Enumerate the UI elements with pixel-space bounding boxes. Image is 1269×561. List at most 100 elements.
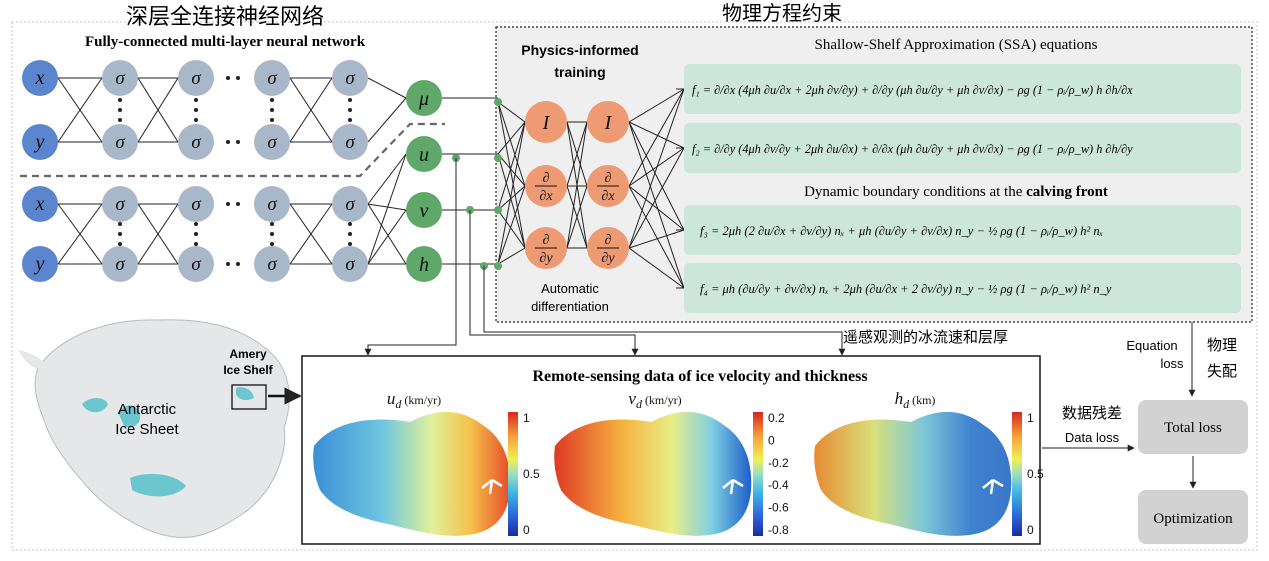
svg-text:σ: σ (345, 194, 355, 215)
autodiff-node-d-dx: ∂ ∂x (587, 165, 629, 207)
hidden-node: σ (254, 246, 290, 282)
optimization-label: Optimization (1153, 511, 1233, 527)
hidden-node: σ (178, 60, 214, 96)
nn-heading-en: Fully-connected multi-layer neural netwo… (85, 34, 366, 50)
svg-text:∂x: ∂x (601, 189, 615, 204)
svg-text:u: u (419, 144, 429, 166)
amery-label-1: Amery (229, 347, 267, 361)
svg-text:σ: σ (191, 68, 201, 89)
svg-text:∂: ∂ (605, 171, 612, 186)
hidden-node: σ (178, 124, 214, 160)
hidden-node: σ (102, 186, 138, 222)
data-loss-label: Data loss (1065, 430, 1120, 445)
input-node-y: y (22, 124, 58, 160)
svg-text:σ: σ (267, 254, 277, 275)
pinn-training-label-2: training (554, 64, 605, 80)
optimization-box (1138, 490, 1248, 544)
autodiff-label-1: Automatic (541, 281, 599, 296)
autodiff-node-identity: I (525, 101, 567, 143)
hidden-node: σ (178, 186, 214, 222)
antarctica-map (18, 319, 290, 539)
svg-text:∂y: ∂y (601, 251, 615, 266)
eq-box-f1 (684, 64, 1241, 114)
ais-label-1: Antarctic (118, 401, 177, 418)
rs-heading-cn: 遥感观测的冰流速和层厚 (843, 329, 1008, 346)
hidden-node: σ (102, 124, 138, 160)
hidden-node: σ (332, 246, 368, 282)
svg-text:∂y: ∂y (539, 251, 553, 266)
svg-text:1: 1 (1027, 411, 1034, 425)
outer-frame (11, 21, 1258, 551)
svg-text:hd(km): hd(km) (895, 389, 936, 411)
svg-text:vd(km/yr): vd(km/yr) (628, 389, 681, 411)
eq-f2: f₂ = ∂/∂y (4μh ∂v/∂y + 2μh ∂u/∂x) + ∂/∂x… (692, 142, 1133, 156)
autodiff-nodes: I∂∂x∂∂yI∂∂x∂∂y (525, 101, 629, 269)
svg-text:0.5: 0.5 (523, 467, 540, 481)
svg-text:∂: ∂ (543, 171, 550, 186)
equation-loss-label-1: Equation (1126, 338, 1177, 353)
svg-text:0: 0 (523, 523, 530, 537)
svg-text:σ: σ (191, 194, 201, 215)
svg-text:x: x (35, 193, 45, 215)
hidden-node: σ (254, 186, 290, 222)
eq-f3: f₃ = 2μh (2 ∂u/∂x + ∂v/∂y) nₓ + μh (∂u/∂… (700, 224, 1103, 238)
svg-text:I: I (604, 112, 613, 134)
ellipsis-dots (118, 76, 352, 266)
svg-text:v: v (420, 200, 429, 222)
hidden-node: σ (332, 186, 368, 222)
ais-label-2: Ice Sheet (115, 421, 179, 438)
svg-text:y: y (34, 253, 45, 275)
map-ud: ud(km/yr) 1 0.5 0 (313, 389, 540, 537)
pinn-training-label-1: Physics-informed (521, 42, 638, 58)
autodiff-connections (442, 88, 685, 289)
data-loss-cn: 数据残差 (1062, 405, 1122, 422)
network-separator (20, 122, 445, 178)
map-hd: hd(km) 1 0.5 0 (814, 389, 1044, 537)
svg-text:σ: σ (115, 194, 125, 215)
input-node-x: x (22, 60, 58, 96)
svg-text:∂x: ∂x (539, 189, 553, 204)
output-node-h: h (406, 246, 442, 282)
svg-text:-0.8: -0.8 (768, 523, 789, 537)
eq-box-f4 (684, 263, 1241, 313)
svg-text:-0.6: -0.6 (768, 501, 789, 515)
bc-title: Dynamic boundary conditions at the calvi… (804, 184, 1108, 200)
ssa-title: Shallow-Shelf Approximation (SSA) equati… (815, 37, 1098, 53)
svg-text:σ: σ (115, 254, 125, 275)
svg-text:0.2: 0.2 (768, 411, 785, 425)
hidden-node: σ (102, 60, 138, 96)
map-vd: vd(km/yr)0.20-0.2-0.4-0.6-0.8 (554, 389, 789, 537)
output-node-mu: μ (406, 80, 442, 116)
svg-text:ud(km/yr): ud(km/yr) (387, 389, 441, 411)
equation-loss-label-2: loss (1160, 356, 1184, 371)
svg-text:h: h (419, 254, 429, 276)
output-node-u: u (406, 136, 442, 172)
svg-text:σ: σ (191, 132, 201, 153)
autodiff-node-d-dx: ∂ ∂x (525, 165, 567, 207)
svg-text:0: 0 (1027, 523, 1034, 537)
eq-box-f2 (684, 123, 1241, 173)
autodiff-node-d-dy: ∂ ∂y (525, 227, 567, 269)
hidden-node: σ (254, 60, 290, 96)
svg-text:-0.4: -0.4 (768, 478, 789, 492)
autodiff-node-d-dy: ∂∂y (587, 227, 629, 269)
amery-label-2: Ice Shelf (223, 363, 273, 377)
hidden-node: σ (178, 246, 214, 282)
svg-text:0.5: 0.5 (1027, 467, 1044, 481)
hidden-node: σ (102, 246, 138, 282)
svg-text:σ: σ (115, 68, 125, 89)
svg-text:σ: σ (267, 194, 277, 215)
svg-text:x: x (35, 67, 45, 89)
svg-text:σ: σ (267, 132, 277, 153)
svg-text:-0.2: -0.2 (768, 456, 789, 470)
svg-text:σ: σ (267, 68, 277, 89)
svg-text:y: y (34, 131, 45, 153)
eq-f4: f₄ = μh (∂u/∂y + ∂v/∂x) nₓ + 2μh (∂u/∂x … (700, 282, 1112, 296)
svg-text:1: 1 (523, 411, 530, 425)
svg-text:σ: σ (191, 254, 201, 275)
rs-maps: ud(km/yr) 1 0.5 0 vd(km/yr) 0.2 0 -0.2 -0.4 -0.6 -… (313, 389, 1044, 537)
input-node-y: y (22, 246, 58, 282)
svg-text:∂: ∂ (543, 233, 550, 248)
svg-text:I: I (542, 112, 551, 134)
